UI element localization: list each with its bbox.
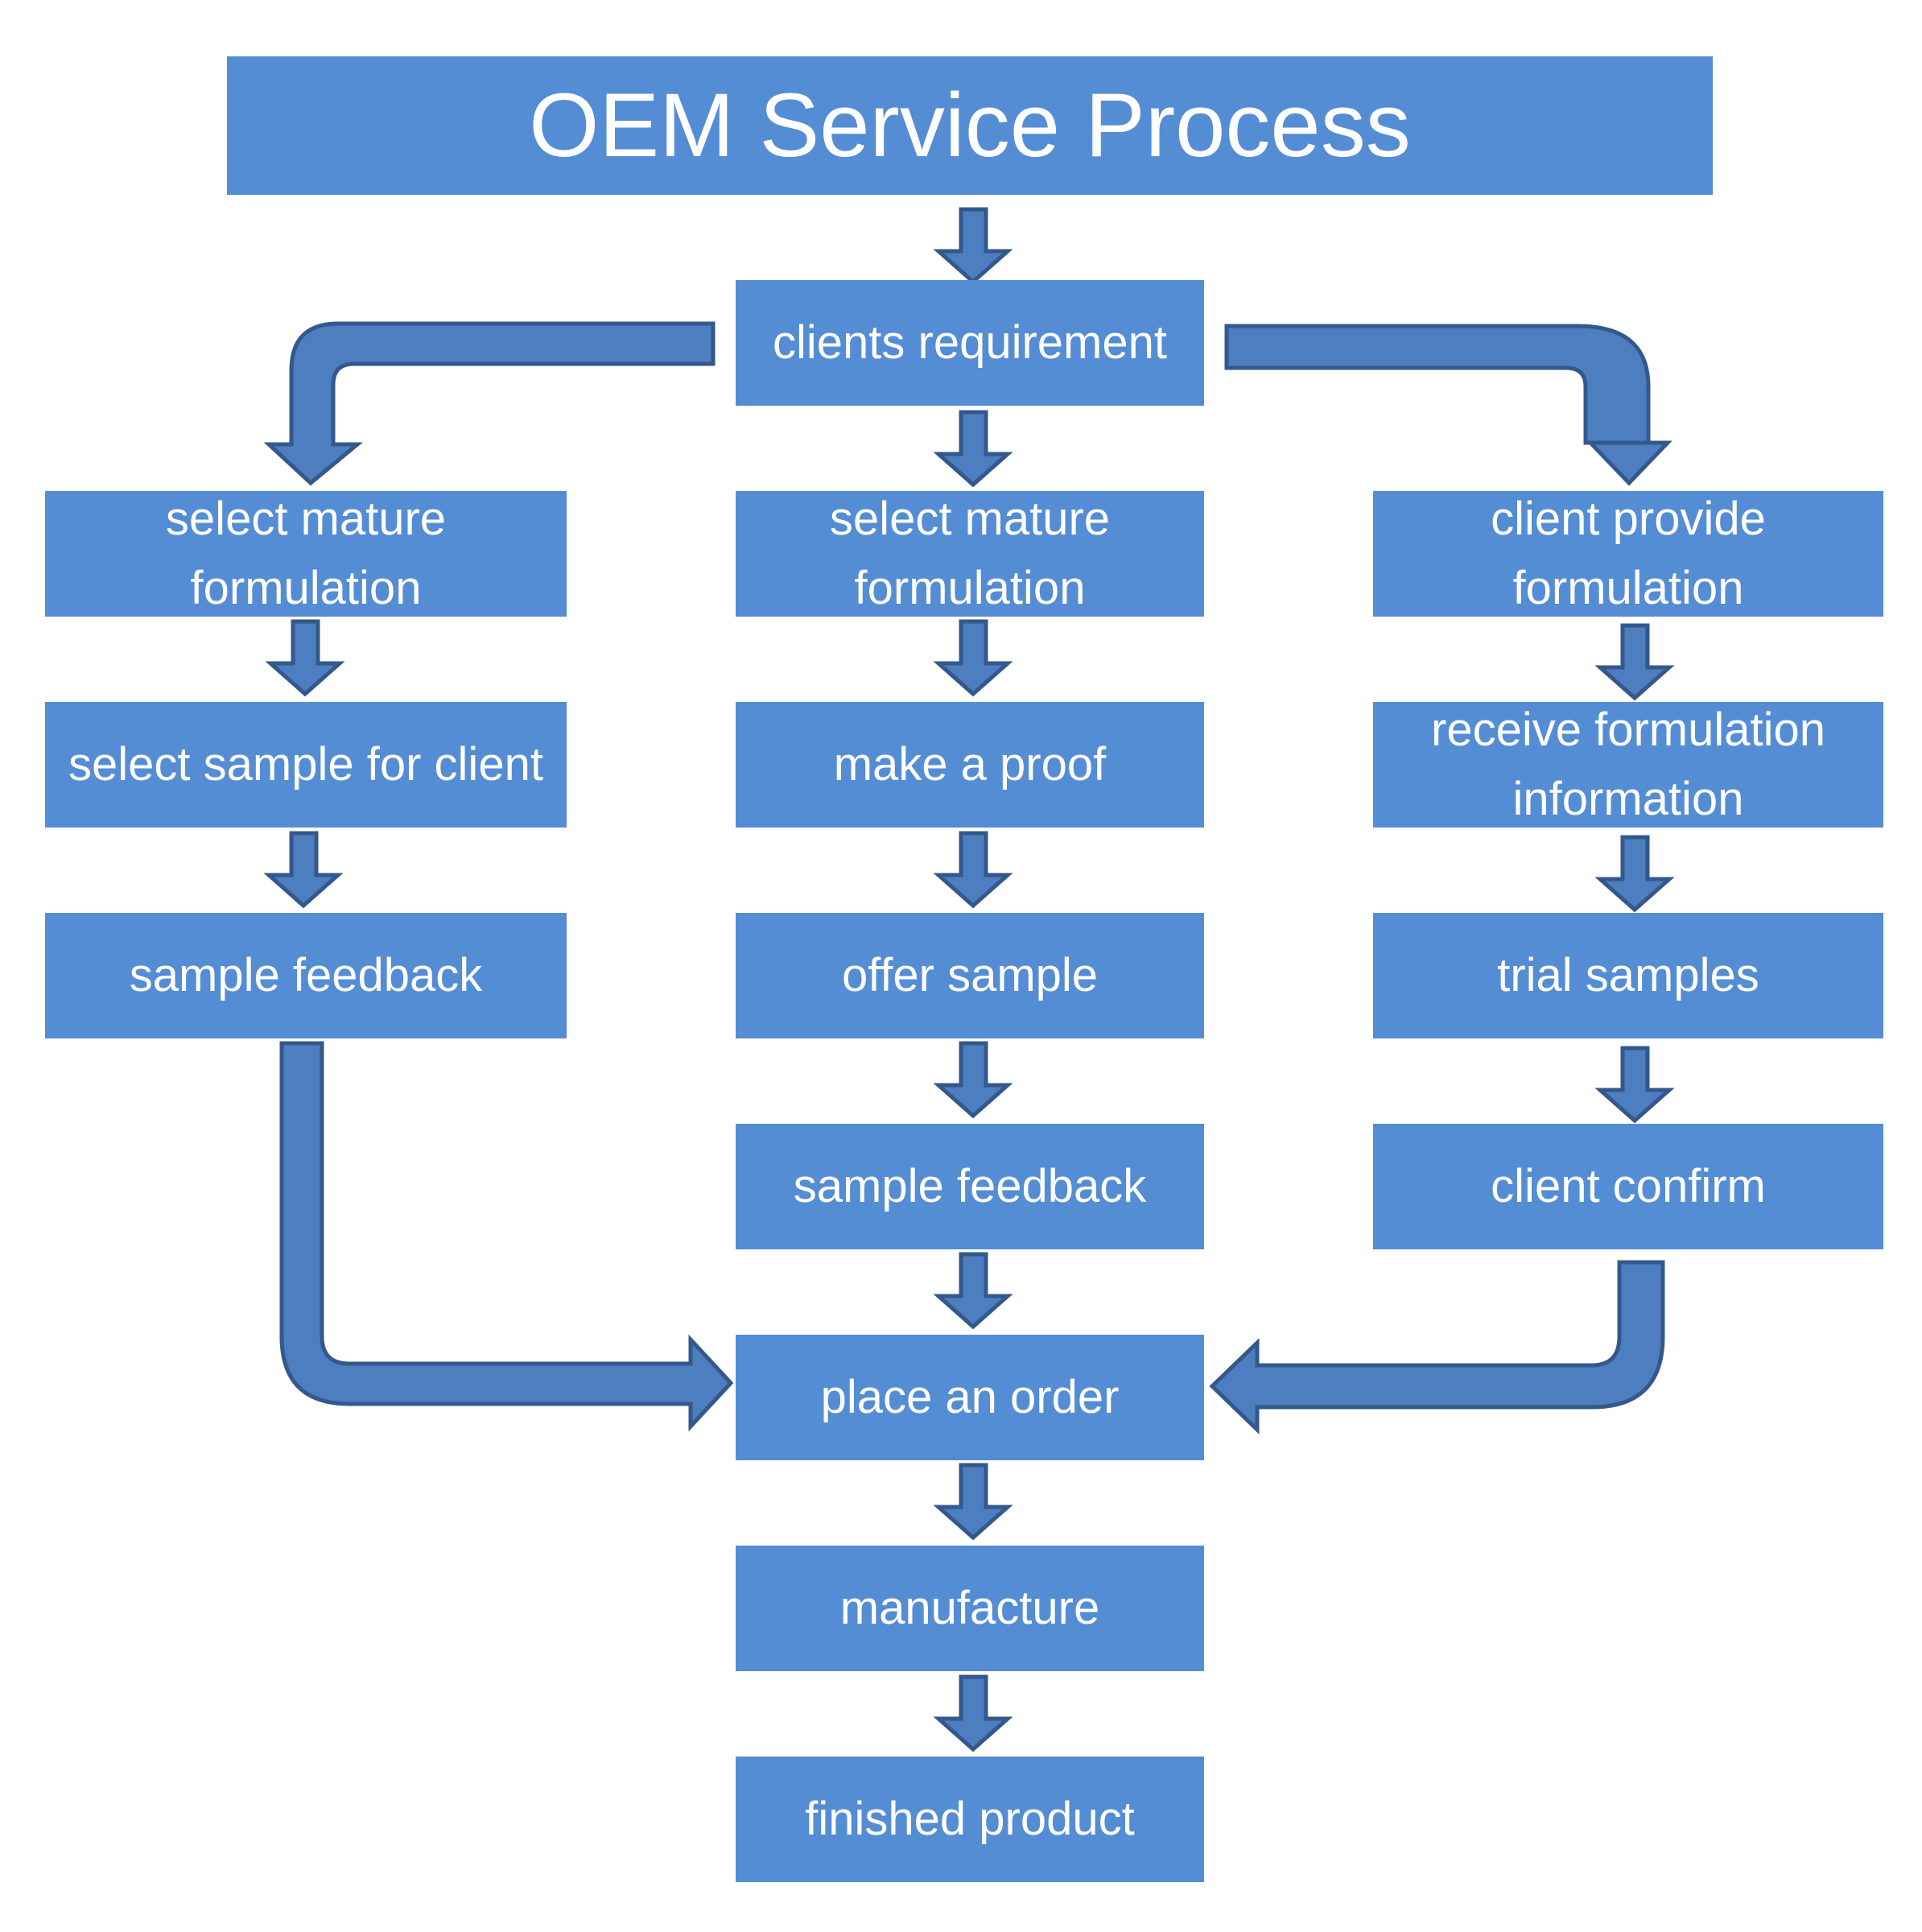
arrow-right-trial-to-confirm xyxy=(1594,1046,1675,1124)
node-center-sample-feedback: sample feedback xyxy=(736,1124,1204,1249)
node-label: receive formulation information xyxy=(1431,704,1825,825)
arrow-center-formulation-to-make-proof xyxy=(933,619,1013,697)
node-right-receive-formulation-information: receive formulation information xyxy=(1373,702,1883,828)
node-center-select-mature-formulation: select mature formulation xyxy=(736,491,1204,617)
arrow-center-feedback-to-order xyxy=(933,1252,1013,1330)
page-title: OEM Service Process xyxy=(529,75,1411,175)
arrow-title-to-clients-requirement xyxy=(933,207,1013,285)
node-label: make a proof xyxy=(833,738,1107,791)
node-left-select-sample-for-client: select sample for client xyxy=(45,702,567,828)
title-banner: OEM Service Process xyxy=(227,56,1713,195)
node-right-client-confirm: client confirm xyxy=(1373,1124,1883,1249)
node-finished-product: finished product xyxy=(736,1757,1204,1882)
arrow-order-to-manufacture xyxy=(933,1463,1013,1541)
node-right-trial-samples: trial samples xyxy=(1373,913,1883,1038)
node-place-an-order: place an order xyxy=(736,1335,1204,1460)
node-label: select mature formulation xyxy=(165,493,447,614)
arrow-right-confirm-to-order xyxy=(1209,1260,1665,1435)
node-label: client provide formulation xyxy=(1491,493,1766,614)
node-manufacture: manufacture xyxy=(736,1546,1204,1671)
node-label: sample feedback xyxy=(129,949,483,1001)
node-label: place an order xyxy=(820,1371,1120,1423)
arrow-left-formulation-to-select-sample xyxy=(265,619,345,697)
node-label: finished product xyxy=(805,1793,1135,1845)
node-label: sample feedback xyxy=(793,1160,1147,1212)
node-right-client-provide-formulation: client provide formulation xyxy=(1373,491,1883,617)
node-label: clients requirement xyxy=(773,316,1167,369)
node-left-select-mature-formulation: select mature formulation xyxy=(45,491,567,617)
node-label: client confirm xyxy=(1491,1160,1766,1212)
node-label: manufacture xyxy=(839,1582,1100,1634)
arrow-manufacture-to-finished xyxy=(933,1674,1013,1752)
arrow-center-proof-to-offer xyxy=(933,831,1013,909)
arrow-requirement-to-right-provide xyxy=(1224,324,1672,486)
arrow-left-feedback-to-order xyxy=(279,1041,734,1432)
arrow-requirement-to-center-formulation xyxy=(933,410,1013,488)
node-center-make-a-proof: make a proof xyxy=(736,702,1204,828)
node-center-offer-sample: offer sample xyxy=(736,913,1204,1038)
node-label: offer sample xyxy=(841,949,1099,1001)
node-label: trial samples xyxy=(1497,949,1759,1001)
node-clients-requirement: clients requirement xyxy=(736,280,1204,406)
arrow-right-receive-to-trial xyxy=(1594,835,1675,913)
node-label: select sample for client xyxy=(68,738,543,791)
arrow-right-provide-to-receive xyxy=(1594,623,1675,701)
node-label: select mature formulation xyxy=(829,493,1111,614)
arrow-center-offer-to-feedback xyxy=(933,1041,1013,1119)
arrow-requirement-to-left-formulation xyxy=(263,321,716,486)
node-left-sample-feedback: sample feedback xyxy=(45,913,567,1038)
arrow-left-select-sample-to-feedback xyxy=(263,831,344,909)
